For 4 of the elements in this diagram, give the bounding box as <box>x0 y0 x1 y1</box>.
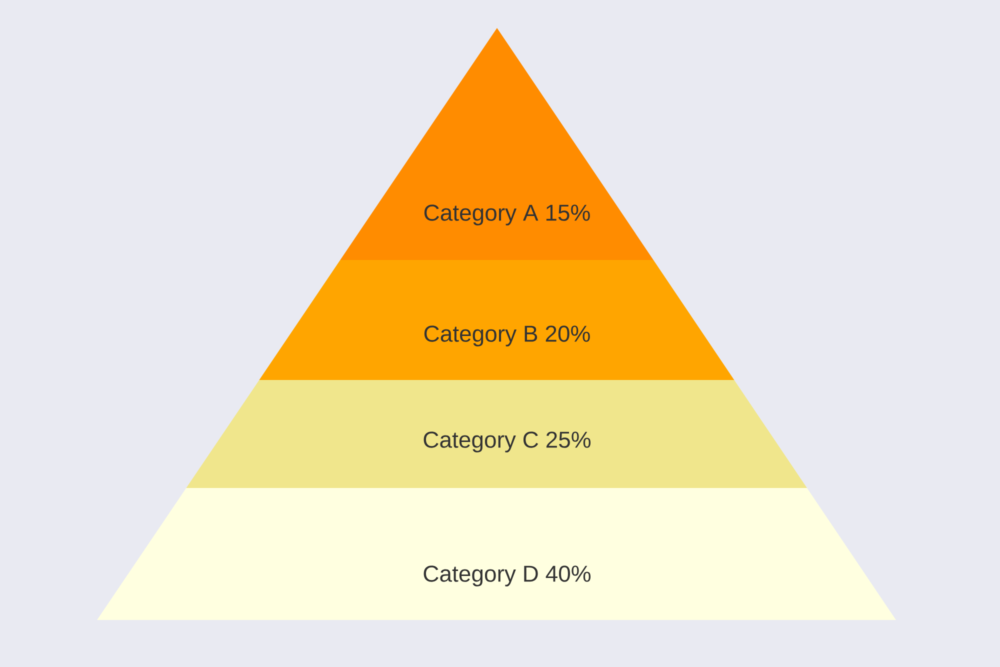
pyramid-band: Category B 20% <box>259 260 734 380</box>
pyramid-band: Category A 15% <box>340 28 654 260</box>
pyramid-band: Category C 25% <box>186 380 807 488</box>
pyramid-band: Category D 40% <box>97 488 896 620</box>
